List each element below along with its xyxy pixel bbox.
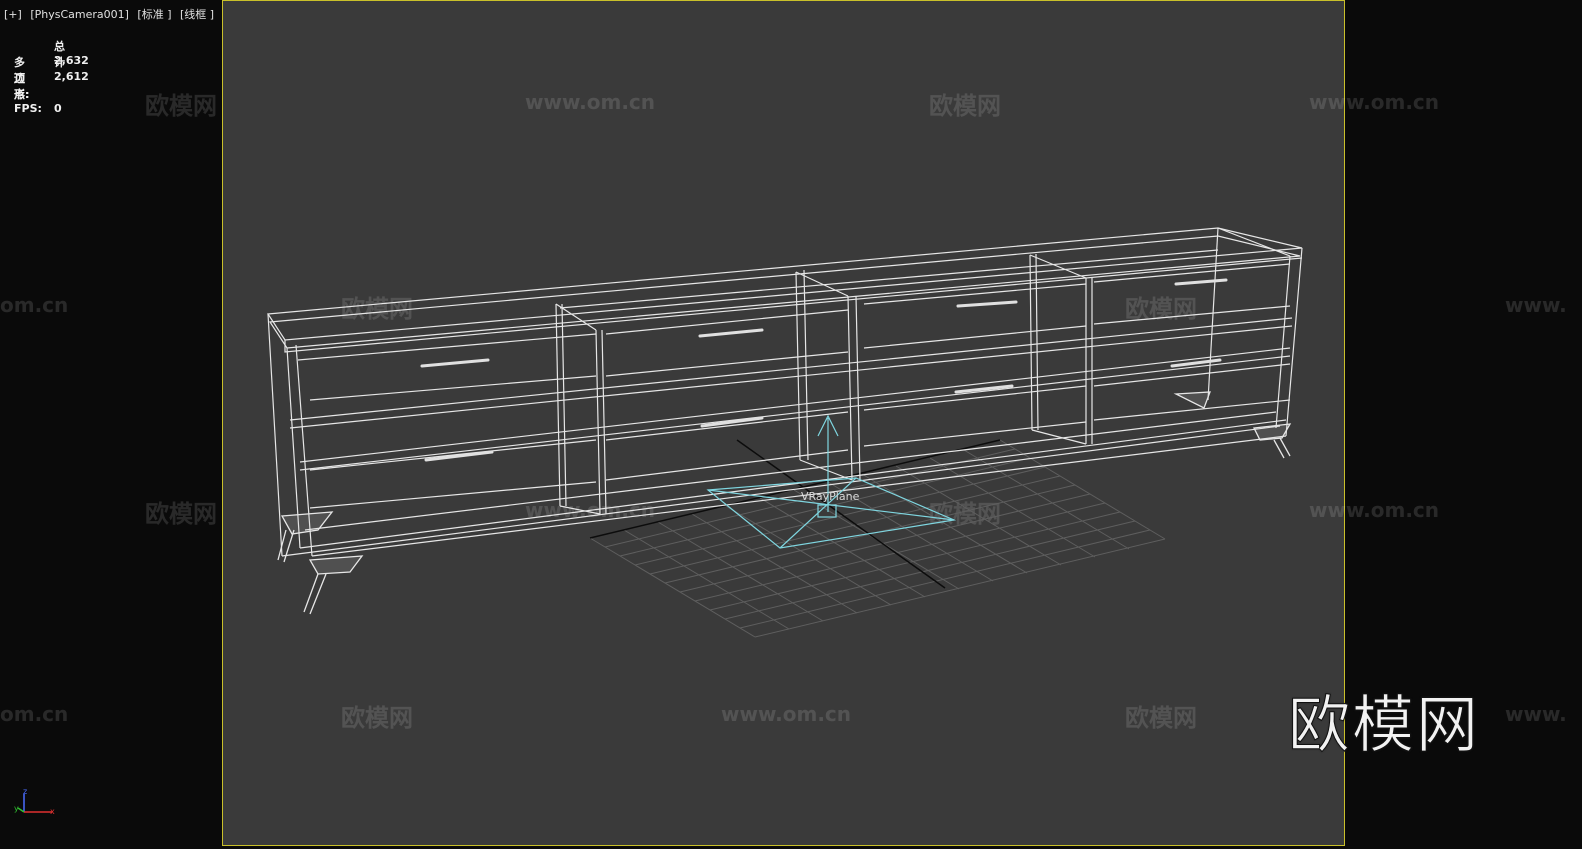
viewport-plus-menu[interactable]: [+] xyxy=(4,8,22,21)
fps-label: FPS: xyxy=(14,102,42,115)
watermark-logo-large: 欧模网 xyxy=(1287,688,1481,762)
tv-cabinet-wireframe xyxy=(266,227,1303,557)
viewport-display-wireframe[interactable]: [线框 ] xyxy=(180,8,215,21)
axis-tripod-icon: z x y xyxy=(14,787,55,816)
vertices-label: 顶点: xyxy=(14,72,30,101)
fps-value: 0 xyxy=(54,102,62,115)
polygons-label: 多边形: xyxy=(14,56,30,101)
polygons-value: 2,632 xyxy=(54,54,89,67)
cabinet-legs xyxy=(277,391,1292,615)
vray-plane-gizmo xyxy=(706,414,957,549)
drawer-handles xyxy=(420,278,1228,462)
vertices-value: 2,612 xyxy=(54,70,89,83)
axis-y-label: y xyxy=(14,804,19,813)
viewport-label-menu[interactable]: [+] [PhysCamera001] [标准 ] [线框 ] xyxy=(4,6,219,22)
axis-x-label: x xyxy=(50,807,55,816)
viewport-shading-standard[interactable]: [标准 ] xyxy=(137,8,172,21)
viewport-safe-frame[interactable] xyxy=(222,0,1345,846)
viewport-camera-label[interactable]: [PhysCamera001] xyxy=(30,8,129,21)
stats-header: 总计 xyxy=(54,40,65,69)
axis-z-label: z xyxy=(23,787,27,796)
vray-plane-label[interactable]: VRayPlane xyxy=(801,490,860,503)
